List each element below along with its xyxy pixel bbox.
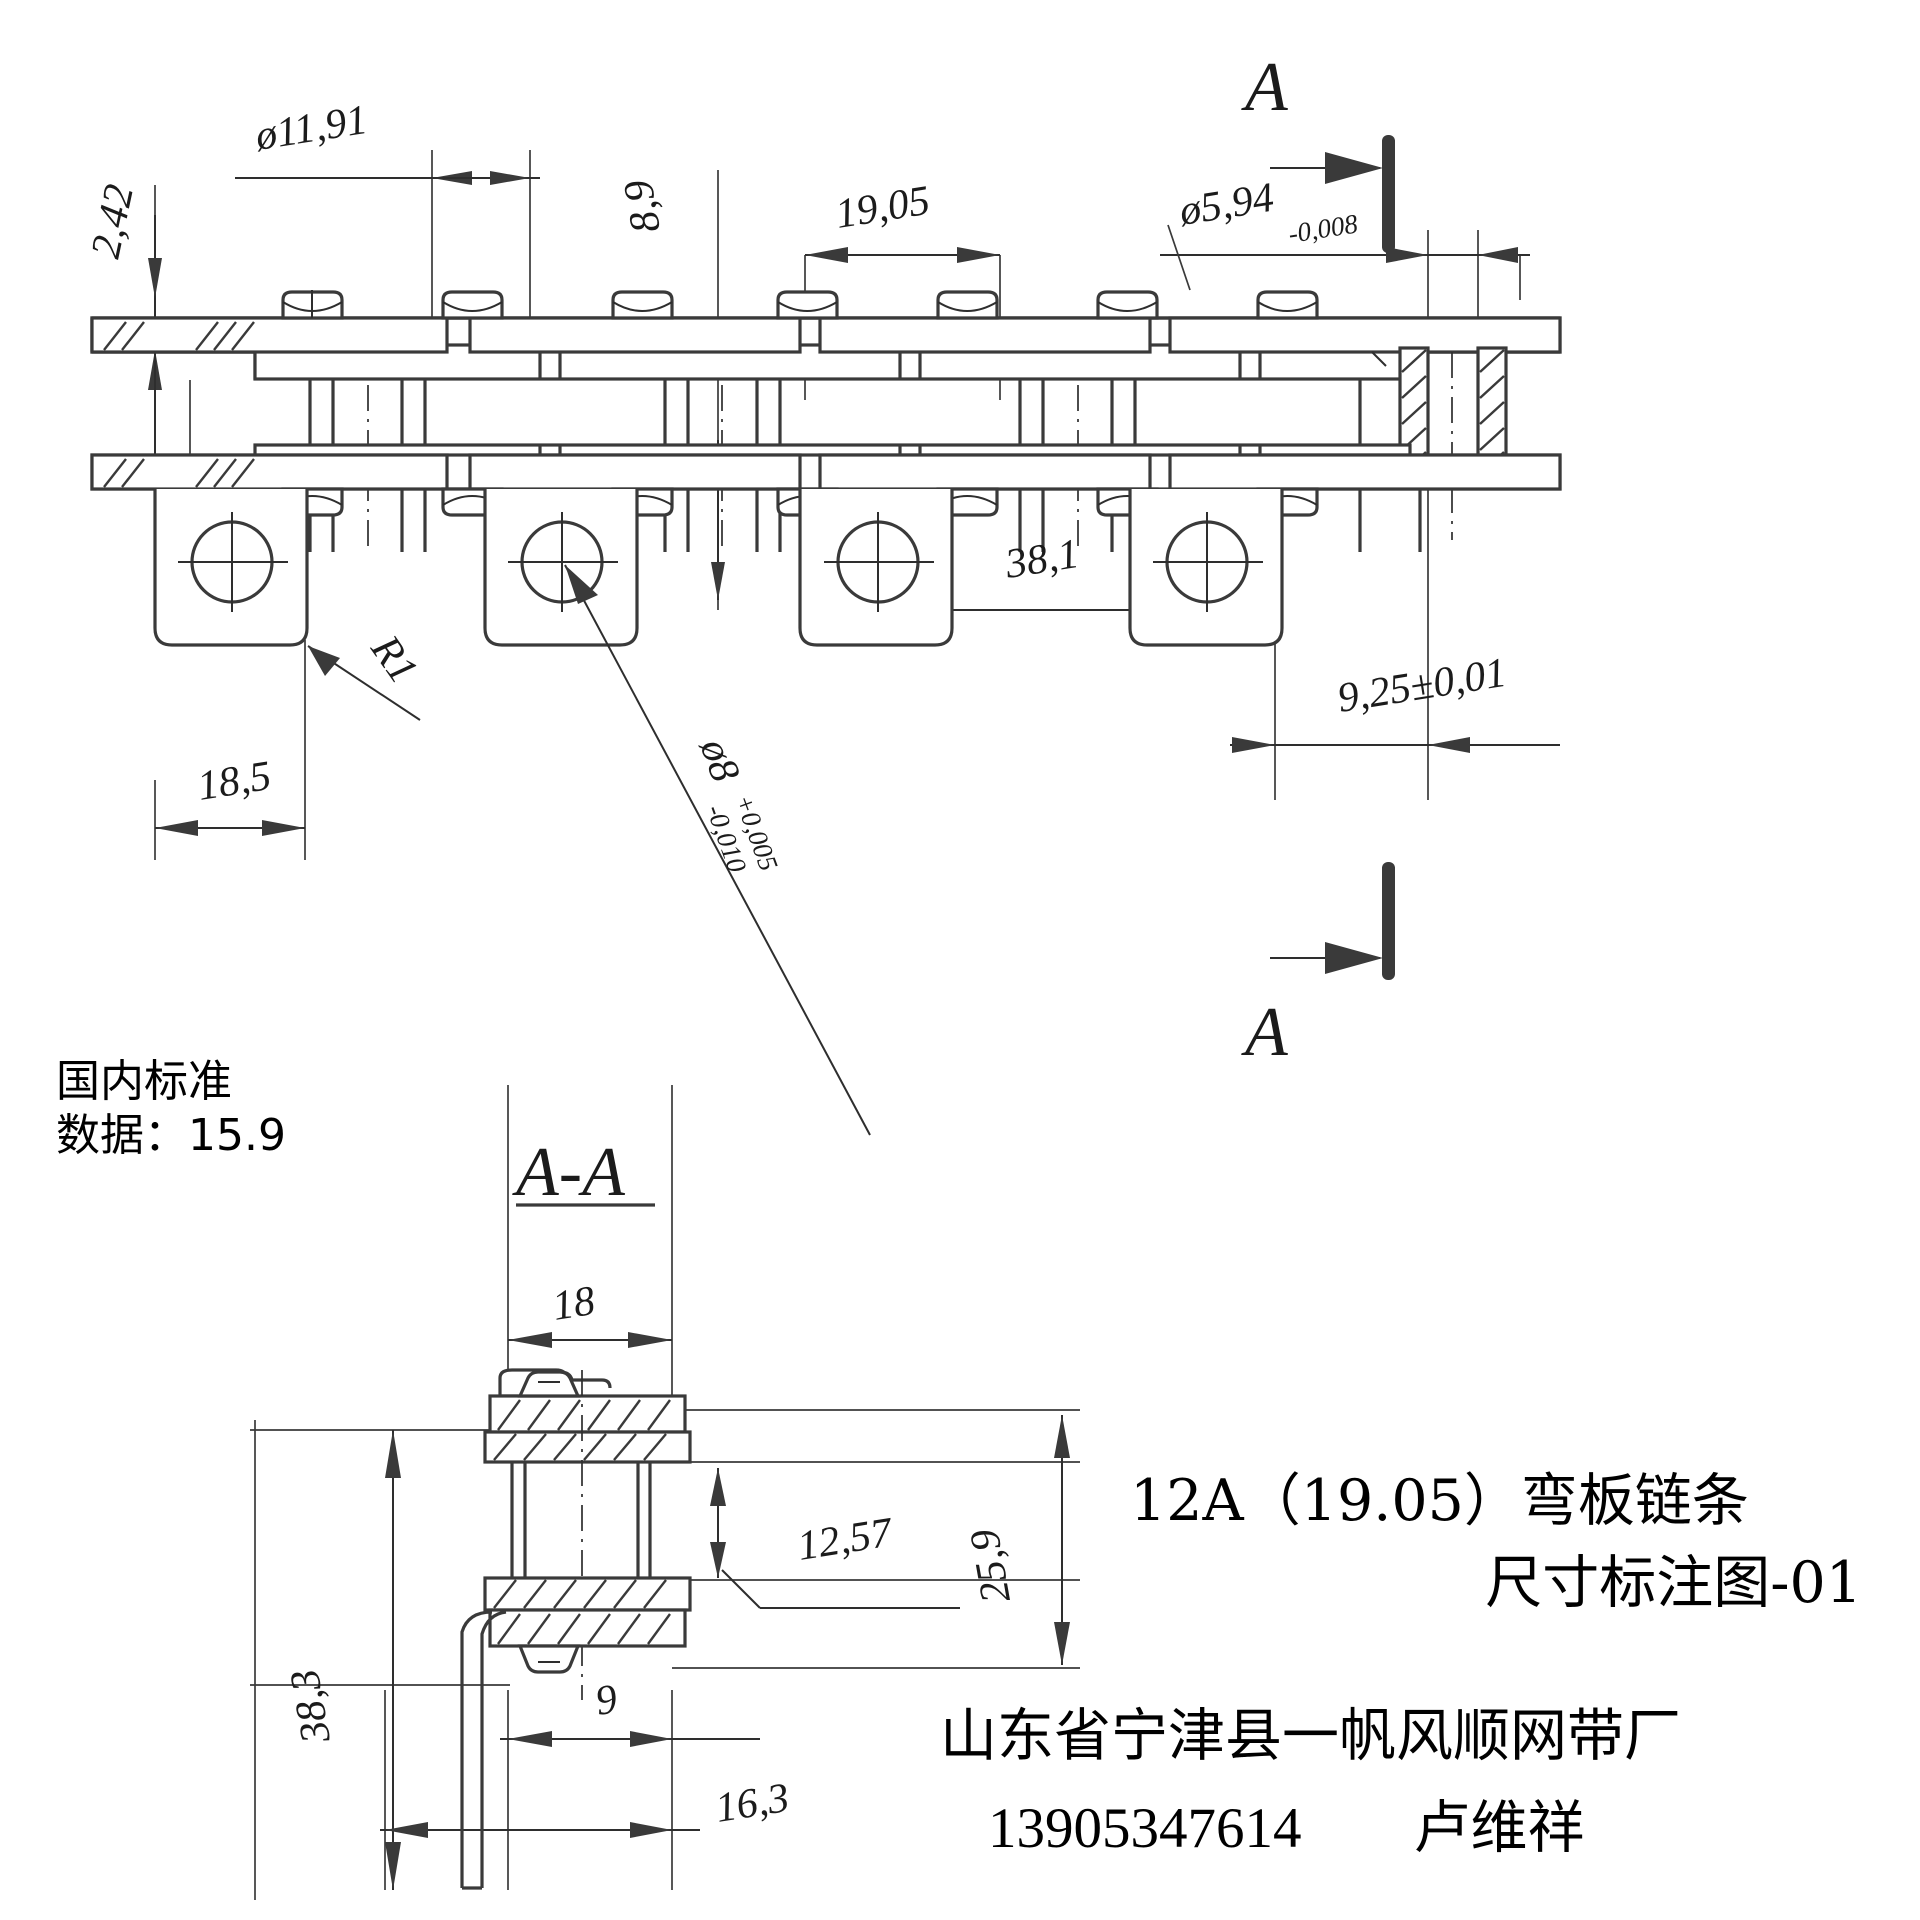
- dim-label-section-inner-height: 12,57: [794, 1509, 897, 1570]
- extension-lines: [154, 150, 1521, 860]
- dim-12-57: [710, 1468, 960, 1609]
- bracket: [483, 489, 639, 647]
- bracket: [798, 489, 954, 647]
- dim-label-bracket-radius: R1: [361, 627, 426, 692]
- factory-block: 山东省宁津县一帆风顺网带厂 13905347614 卢维祥: [940, 1690, 1840, 1864]
- dim-label-bracket-width: 18,5: [194, 753, 274, 810]
- dim-label-pitch: 19,05: [832, 178, 933, 238]
- dim-label-bush-dia: ø8: [690, 732, 748, 788]
- standard-note-line2: 数据：15.9: [56, 1109, 286, 1161]
- section-markers: [1270, 135, 1395, 980]
- dim-label-double-pitch: 38,1: [1001, 531, 1082, 588]
- section-extension-lines: [250, 1085, 1080, 1900]
- title-line1: 12A（19.05）弯板链条: [1130, 1468, 1749, 1534]
- section-marker-label-bottom: A: [1241, 994, 1288, 1071]
- pin-heads-top: [281, 290, 1319, 320]
- dim-label-pin-dia: ø5,94: [1175, 175, 1277, 235]
- section-top-plate: [483, 1368, 692, 1464]
- dim-label-roller-dia: ø11,91: [251, 97, 370, 160]
- dim-25-9: [1054, 1415, 1070, 1665]
- dim-label-section-overall-height: 25,9: [962, 1526, 1020, 1606]
- factory-contact: 卢维祥: [1413, 1795, 1585, 1861]
- section-marker-label-top: A: [1241, 49, 1288, 126]
- factory-name: 山东省宁津县一帆风顺网带厂: [940, 1703, 1681, 1769]
- dim-label-pin-length: 9,25±0,01: [1334, 650, 1509, 722]
- dim-label-pin-dia-tolerance: -0,008: [1286, 208, 1360, 249]
- bracket: [1128, 489, 1284, 647]
- section-bottom-plate: [483, 1576, 692, 1674]
- standard-note-line1: 国内标准: [56, 1056, 232, 1107]
- dim-9: [500, 1731, 760, 1747]
- factory-phone: 13905347614: [988, 1797, 1302, 1860]
- section-bracket-profile: [460, 1610, 507, 1890]
- dim-label-section-width: 18: [549, 1278, 598, 1330]
- dim-label-section-leg: 9: [592, 1676, 620, 1725]
- main-elevation-view: [90, 150, 1562, 1136]
- chain-upper-step-plates: [90, 316, 1562, 354]
- title-line2: 尺寸标注图-01: [1485, 1550, 1862, 1616]
- standard-note-block: 国内标准 数据：15.9: [56, 1055, 286, 1162]
- dim-18: [508, 1332, 672, 1348]
- bracket: [153, 489, 309, 647]
- dim-label-plate-thickness: 2,42: [83, 181, 143, 262]
- radius-leader: [307, 645, 421, 721]
- dim-38-3: [385, 1430, 401, 1890]
- dim-label-section-foot: 16,3: [712, 1775, 792, 1832]
- section-roller-barrel: [510, 1370, 652, 1700]
- dim-label-plate-height: 8,9: [615, 177, 669, 237]
- section-view-title: A-A: [512, 1134, 625, 1211]
- bush-dia-leader: [564, 564, 871, 1136]
- chain-bottom-plate: [90, 453, 1562, 491]
- dim-label-section-total-height: 38,3: [282, 1666, 340, 1747]
- section-aa-view: [250, 1085, 1080, 1900]
- title-block: 12A（19.05）弯板链条 尺寸标注图-01: [1130, 1455, 1890, 1619]
- dim-16-3: [380, 1822, 700, 1838]
- attachment-brackets: [153, 489, 1284, 647]
